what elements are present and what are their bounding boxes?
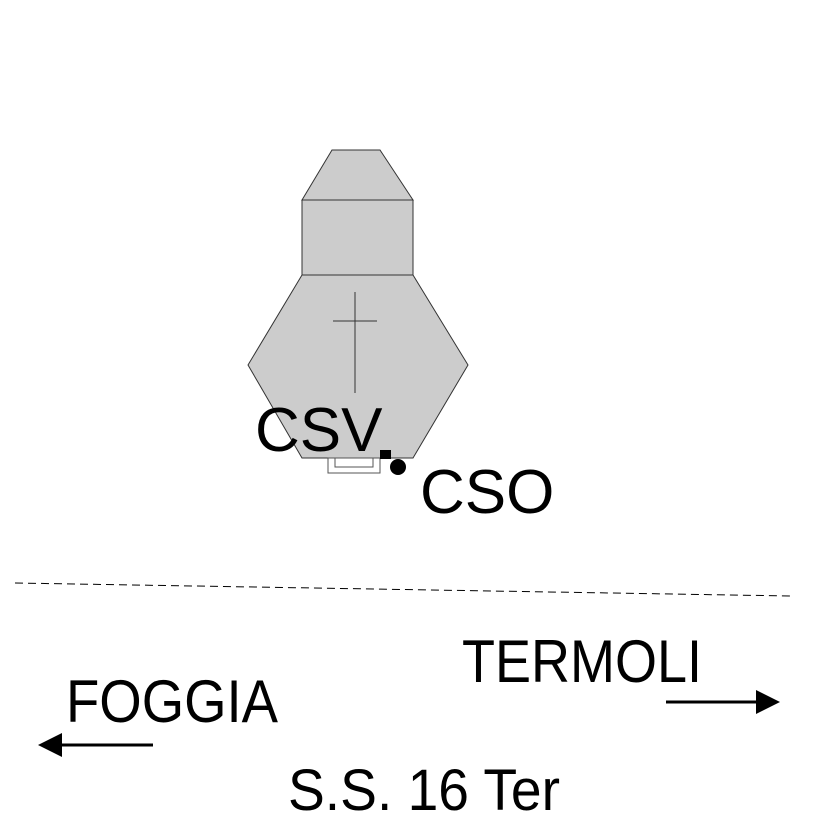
arrow-left-icon bbox=[38, 733, 153, 757]
arrow-right-icon bbox=[666, 690, 780, 714]
church-nave bbox=[247, 274, 469, 459]
foggia-label: FOGGIA bbox=[66, 668, 278, 735]
church-building bbox=[247, 149, 469, 474]
marker-dot bbox=[390, 459, 406, 475]
church-entrance bbox=[327, 457, 381, 474]
termoli-label: TERMOLI bbox=[462, 628, 702, 695]
church-presbytery bbox=[301, 199, 414, 276]
church-apse bbox=[301, 149, 414, 201]
road-name-label: S.S. 16 Ter bbox=[288, 758, 560, 823]
road-edge-dashed bbox=[14, 582, 791, 597]
cross-icon bbox=[333, 292, 377, 393]
csv-marker bbox=[380, 450, 391, 459]
csv-label: CSV bbox=[255, 396, 383, 465]
cso-label: CSO bbox=[420, 458, 554, 527]
